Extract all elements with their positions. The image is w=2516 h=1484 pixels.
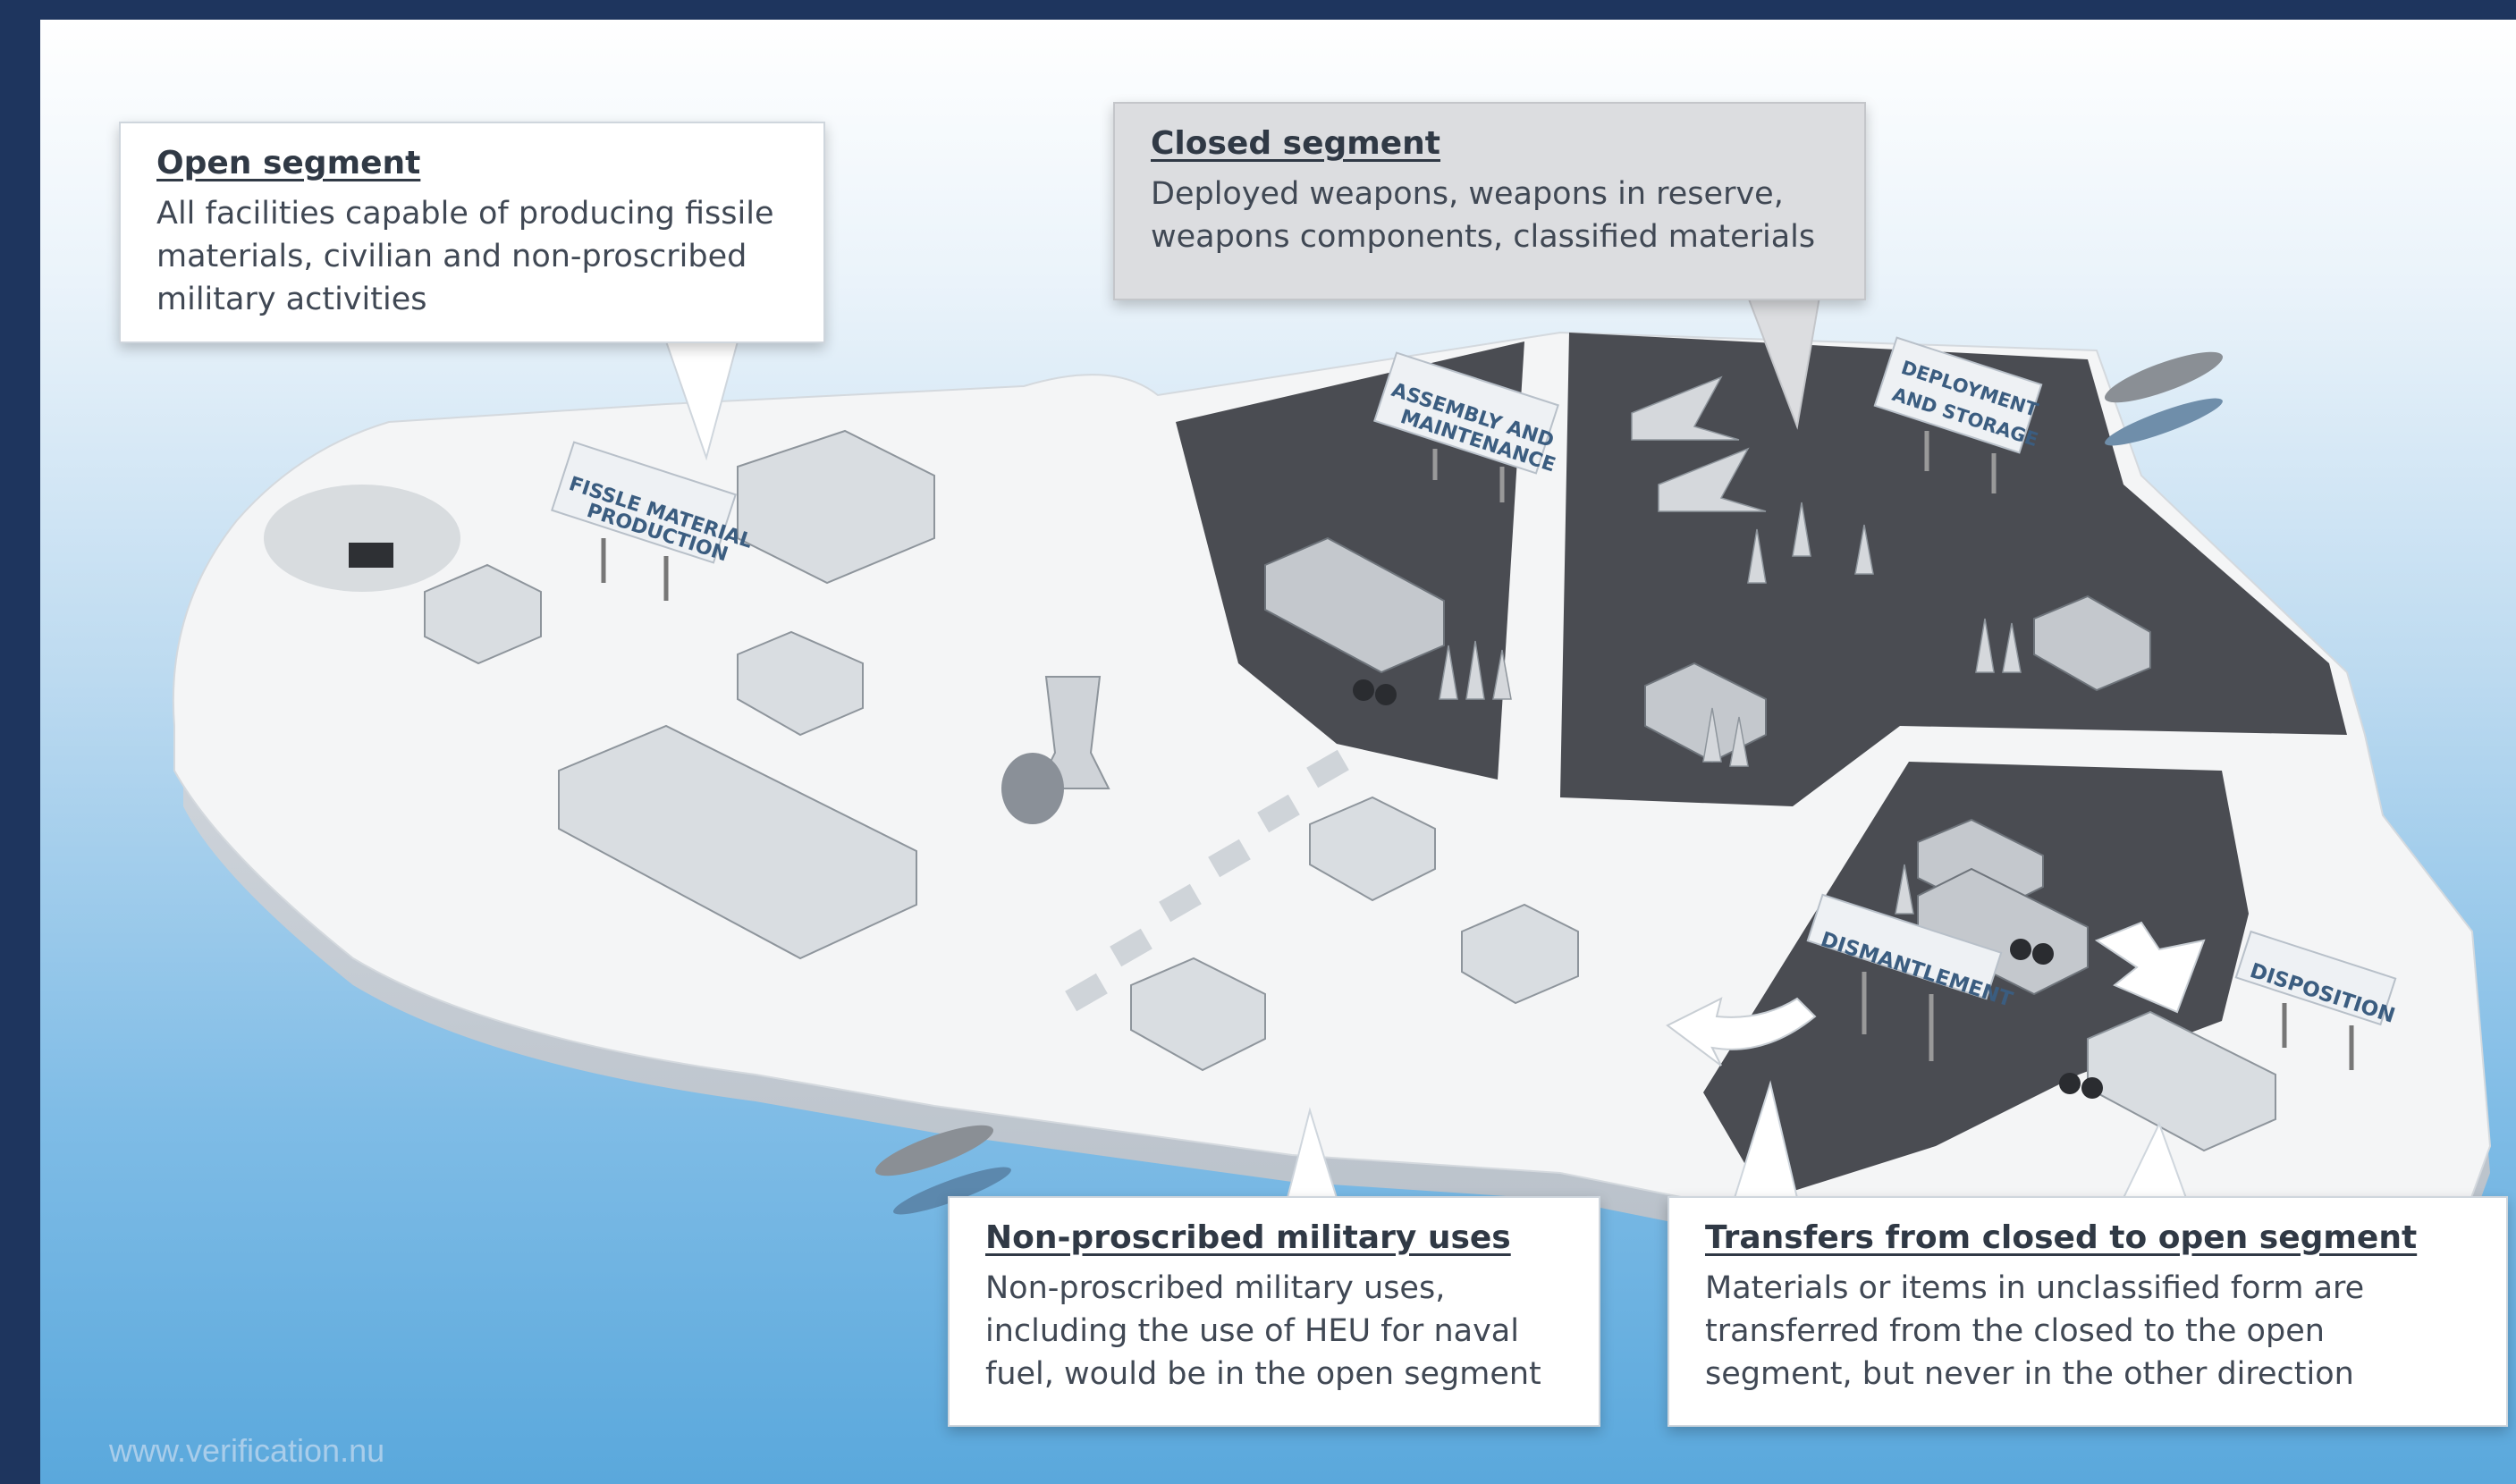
- quarry: [264, 485, 460, 592]
- missiles: [1439, 502, 2022, 915]
- warheads: [1353, 679, 2103, 1099]
- callout-closed-title: Closed segment: [1151, 125, 1441, 162]
- callout-nonproscribed-text: Non-proscribed military uses, including …: [985, 1270, 1541, 1392]
- callout-transfers-title: Transfers from closed to open segment: [1705, 1219, 2418, 1256]
- aircraft: [1631, 375, 1767, 512]
- callout-open-text: All facilities capable of producing fiss…: [156, 196, 774, 317]
- diagram-frame: FISSLE MATERIAL PRODUCTION ASSEMBLY AND …: [40, 20, 2516, 1484]
- buildings-open: [424, 429, 2276, 1152]
- callout-closed-segment: Closed segment Deployed weapons, weapons…: [1113, 102, 1866, 300]
- cooling-tower: [1035, 676, 1110, 789]
- dashed-boundary: [1065, 749, 1349, 1012]
- callout-closed-text: Deployed weapons, weapons in reserve, we…: [1151, 176, 1816, 255]
- arrow-to-open: [2094, 921, 2206, 1014]
- callout-open-title: Open segment: [156, 145, 421, 181]
- buildings-closed: [1264, 536, 2151, 996]
- callout-transfers: Transfers from closed to open segment Ma…: [1667, 1196, 2508, 1427]
- reactor-dome: [1001, 753, 1064, 824]
- callout-nonproscribed: Non-proscribed military uses Non-proscri…: [948, 1196, 1600, 1427]
- mine-cart: [349, 543, 393, 568]
- callout-pointers: [664, 296, 2188, 1199]
- callout-nonproscribed-title: Non-proscribed military uses: [985, 1219, 1511, 1256]
- callout-transfers-text: Materials or items in unclassified form …: [1705, 1270, 2365, 1392]
- footer-url: www.verification.nu: [109, 1432, 385, 1469]
- submarines: [874, 351, 2224, 1215]
- deployment-zone: [1560, 333, 2347, 806]
- island-scene: FISSLE MATERIAL PRODUCTION ASSEMBLY AND …: [172, 296, 2492, 1271]
- callout-open-segment: Open segment All facilities capable of p…: [119, 122, 825, 343]
- arrow-recycle: [1666, 997, 1817, 1067]
